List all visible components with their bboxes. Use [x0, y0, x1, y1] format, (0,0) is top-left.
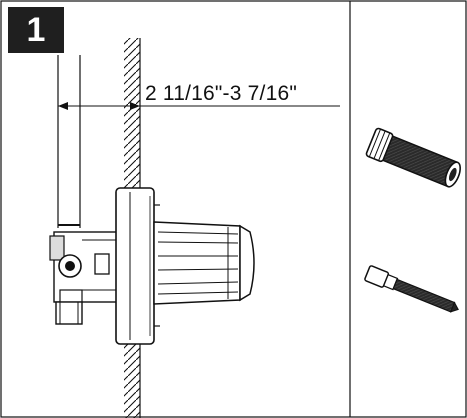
handle-cover: [153, 221, 255, 305]
dimension-label: 2 11/16"-3 7/16": [145, 82, 297, 105]
wall-hatching: [124, 38, 141, 418]
supply-pipe: [57, 55, 81, 228]
valve-body: [49, 231, 119, 325]
escutcheon-plate: [115, 187, 160, 345]
long-screw-icon: [364, 265, 459, 313]
threaded-sleeve-icon: [365, 127, 461, 188]
step-number-badge: 1: [8, 7, 64, 53]
dimension-line: [57, 98, 340, 114]
